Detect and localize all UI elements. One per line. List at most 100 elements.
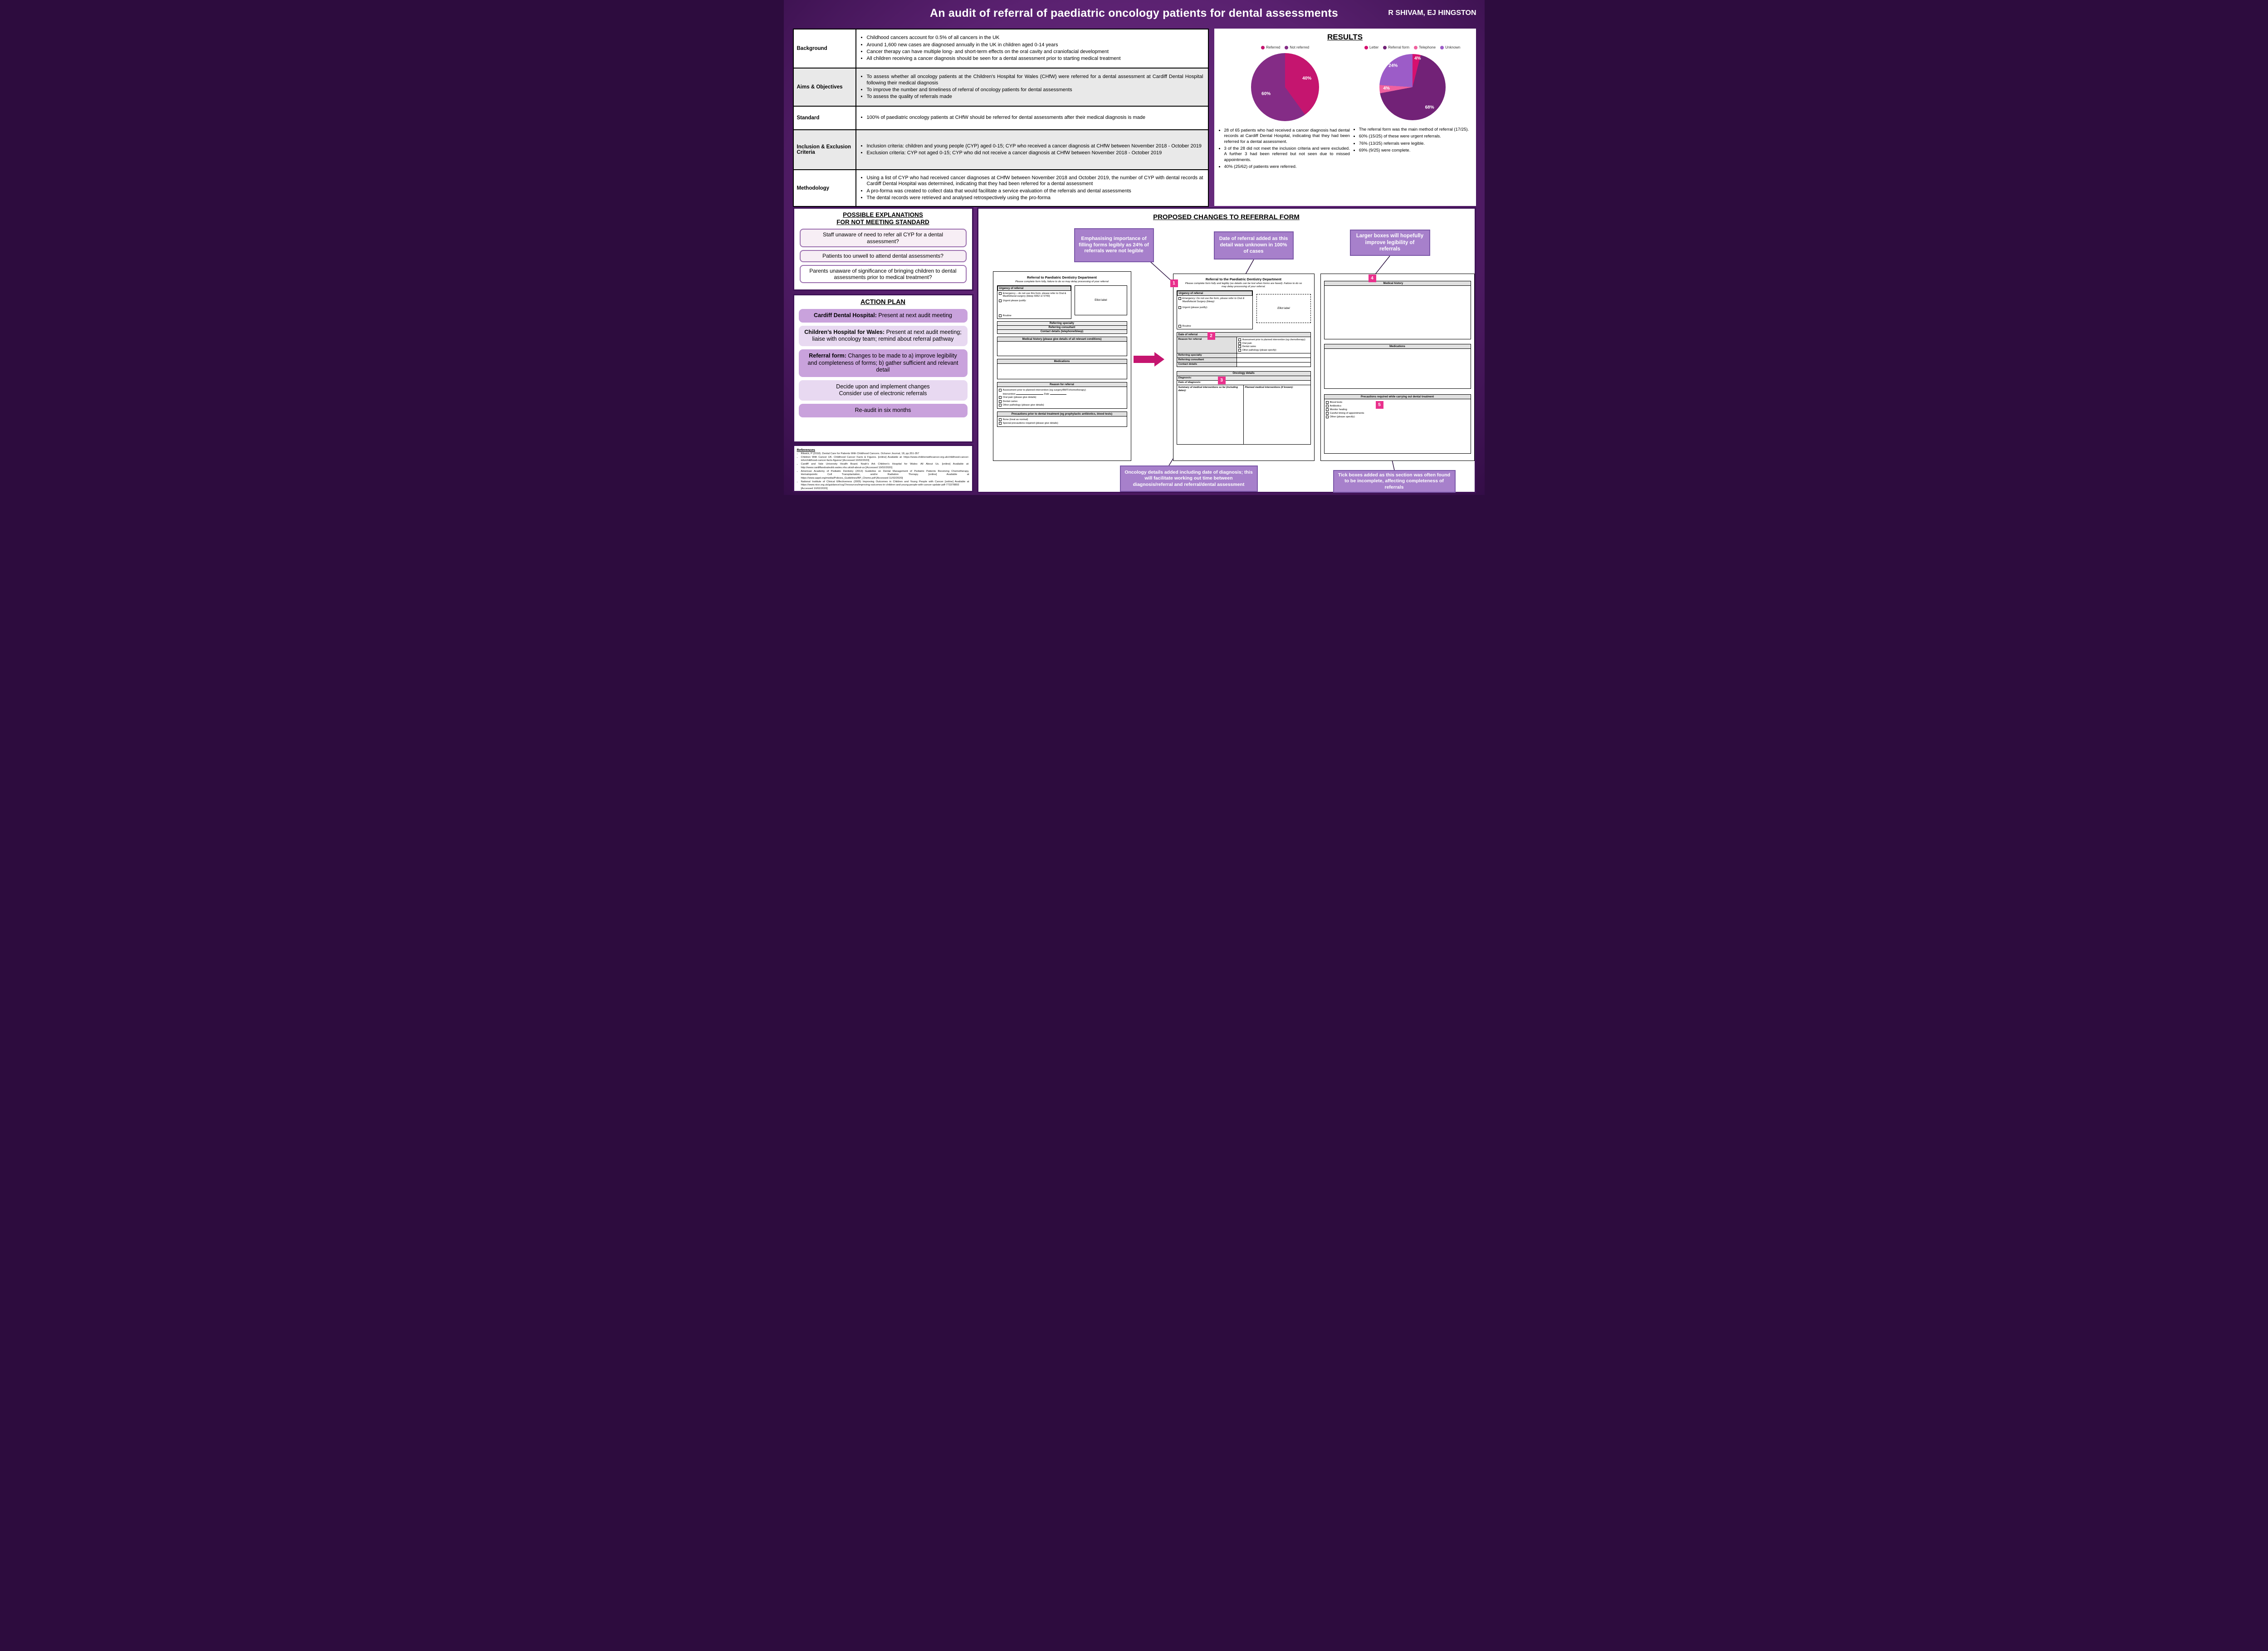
bullet-item: The referral form was the main method of… (1359, 127, 1472, 132)
bullet-item: A pro-forma was created to collect data … (867, 188, 1203, 195)
legend-item-not-referred: Not referred (1285, 45, 1309, 49)
legend-color-dot (1261, 45, 1265, 49)
explanation-item-parents: Parents unaware of significance of bring… (799, 265, 967, 284)
info-row-label-criteria: Inclusion & Exclusion Criteria (792, 129, 856, 170)
action-item-lead: Children’s Hospital for Wales: (804, 328, 885, 335)
legend-label: Letter (1369, 45, 1379, 49)
reference-item: Cardiff and Vale University Health Board… (801, 463, 969, 470)
bullet-item: To assess the quality of referrals made (867, 94, 1203, 100)
checkbox-icon (1178, 325, 1181, 328)
new-form-title: Referral to the Paediatric Dentistry Dep… (1205, 277, 1282, 281)
explanation-item-patients: Patients too unwell to attend dental ass… (799, 250, 967, 262)
legend-color-dot (1364, 45, 1368, 49)
precautions-header: Precautions required while carrying out … (1324, 394, 1471, 399)
checkbox-icon (1238, 338, 1241, 341)
checkbox-icon (998, 388, 1002, 392)
checkbox-icon (1178, 297, 1181, 300)
legend-color-dot (1414, 45, 1418, 49)
old-form-note: Please complete form fully, failure to d… (1015, 280, 1109, 283)
action-item-reaudit: Re-audit in six months (798, 404, 968, 417)
action-plan-title: ACTION PLAN (860, 299, 906, 306)
new-referral-form-page1: Referral to the Paediatric Dentistry Dep… (1173, 274, 1315, 461)
medications-field (1324, 349, 1471, 389)
contact-details-row: Contact details (telephone/bleep) (997, 329, 1127, 334)
legend-color-dot (1383, 45, 1387, 49)
explanations-title-line1: POSSIBLE EXPLANATIONS (843, 211, 923, 218)
results-bullets-left: 28 of 65 patients who had received a can… (1224, 127, 1353, 171)
medications-header: Medications (997, 359, 1127, 364)
bullet-item: 3 of the 28 did not meet the inclusion c… (1224, 146, 1353, 163)
contact-details-label: Contact details (1176, 362, 1237, 367)
checkbox-icon (1325, 401, 1329, 404)
bullet-item: 76% (13/25) referrals were legible. (1359, 141, 1472, 147)
medical-history-field (1324, 286, 1471, 339)
results-title: RESULTS (1327, 33, 1363, 41)
referral-status-pie-chart (1251, 53, 1320, 121)
pie-slice-label: 60% (1261, 91, 1271, 97)
reference-item: National Institute of Clinical Effective… (801, 491, 969, 492)
checkbox-icon (998, 314, 1002, 318)
reason-option: Other pathology (please specify): (1242, 349, 1277, 352)
medications-field (997, 364, 1127, 380)
reason-option: Dental caries (1242, 345, 1256, 348)
results-panel: RESULTS Referred Not referred 40% 60 (1214, 29, 1476, 206)
new-referral-form-page2: Medical history Medications Precautions … (1320, 274, 1475, 461)
explanation-item-staff: Staff unaware of need to refer all CYP f… (799, 229, 967, 248)
action-item-text: Re-audit in six months (855, 407, 911, 413)
referral-status-chart-column: Referred Not referred 40% 60% 28 of 65 p… (1218, 45, 1353, 171)
reference-item: National Institute of Clinical Effective… (801, 480, 969, 491)
legend-item-telephone: Telephone (1414, 45, 1436, 49)
checkbox-icon (998, 396, 1002, 399)
checkbox-icon (1325, 416, 1329, 419)
urgency-section: Urgency of referral Emergency – do not u… (997, 285, 1072, 319)
info-row-label-methodology: Methodology (792, 169, 856, 207)
precaution-option: Antibiotics (1330, 404, 1342, 407)
urgency-section: Urgency of referral Emergency: Do not us… (1176, 290, 1253, 330)
bullet-item: To assess whether all oncology patients … (867, 74, 1203, 87)
callout-date-of-referral: Date of referral added as this detail wa… (1213, 231, 1294, 260)
bullet-item: Around 1,600 new cases are diagnosed ann… (867, 42, 1203, 49)
callout-larger-boxes: Larger boxes will hopefully improve legi… (1349, 230, 1430, 256)
step-badge-5: 5 (1375, 401, 1383, 409)
legend-item-referral-form: Referral form (1383, 45, 1409, 49)
info-table-panel: Background Childhood cancers account for… (792, 29, 1209, 207)
action-plan-panel: ACTION PLAN Cardiff Dental Hospital: Pre… (792, 294, 973, 443)
legend-color-dot (1285, 45, 1289, 49)
precautions-options: None (treat as normal) Special precautio… (997, 416, 1127, 427)
medical-history-header: Medical history (1324, 281, 1471, 286)
checkbox-icon (1238, 349, 1241, 352)
action-item-cardiff-dental: Cardiff Dental Hospital: Present at next… (798, 309, 968, 323)
step-badge-2: 2 (1207, 332, 1215, 340)
action-item-text: Decide upon and implement changes (836, 383, 930, 390)
precaution-option: Special precautions required (please giv… (1002, 421, 1058, 425)
reason-option: Dental caries (1002, 400, 1018, 403)
checkbox-icon (998, 403, 1002, 407)
references-panel: References Ritwick, P (2018). Dental Car… (792, 445, 973, 492)
proposed-changes-title: PROPOSED CHANGES TO REFERRAL FORM (1153, 213, 1300, 221)
urgency-option: Routine (1002, 314, 1012, 318)
callout-legibility: Emphasising importance of filling forms … (1074, 228, 1154, 262)
bullet-item: 28 of 65 patients who had received a can… (1224, 128, 1353, 145)
urgency-option: Urgent please justify: (1002, 299, 1026, 303)
reason-option: Oral pain (1242, 342, 1252, 345)
reference-item: Children With Cancer UK. Childhood Cance… (801, 456, 969, 463)
info-table: Background Childhood cancers account for… (792, 29, 1209, 207)
summary-of-interventions-column: Summary of medical interventions so far … (1176, 384, 1244, 445)
action-item-lead: Referral form: (809, 352, 846, 359)
intervention-label: Intervention (1002, 392, 1016, 396)
callout-tick-boxes: Tick boxes added as this section was oft… (1333, 470, 1456, 493)
action-item-childrens-hospital: Children’s Hospital for Wales: Present a… (798, 325, 968, 346)
bullet-item: Inclusion criteria: children and young p… (867, 143, 1203, 150)
medications-header: Medications (1324, 344, 1471, 349)
info-row-label-aims: Aims & Objectives (792, 68, 856, 107)
precaution-option: Blood tests (1330, 401, 1343, 404)
pie-slice-label: 24% (1388, 63, 1398, 69)
urgency-header: Urgency of referral (1177, 291, 1253, 296)
bullet-item: 60% (15/25) of these were urgent referra… (1359, 134, 1472, 139)
step-badge-4: 4 (1368, 274, 1376, 282)
poster-title: An audit of referral of paediatric oncol… (930, 7, 1338, 20)
bullet-item: 69% (9/25) were complete. (1359, 148, 1472, 153)
checkbox-icon (1178, 306, 1181, 309)
right-arrow-icon (1133, 352, 1164, 367)
urgency-option: Emergency – do not use this form, please… (1002, 292, 1066, 298)
